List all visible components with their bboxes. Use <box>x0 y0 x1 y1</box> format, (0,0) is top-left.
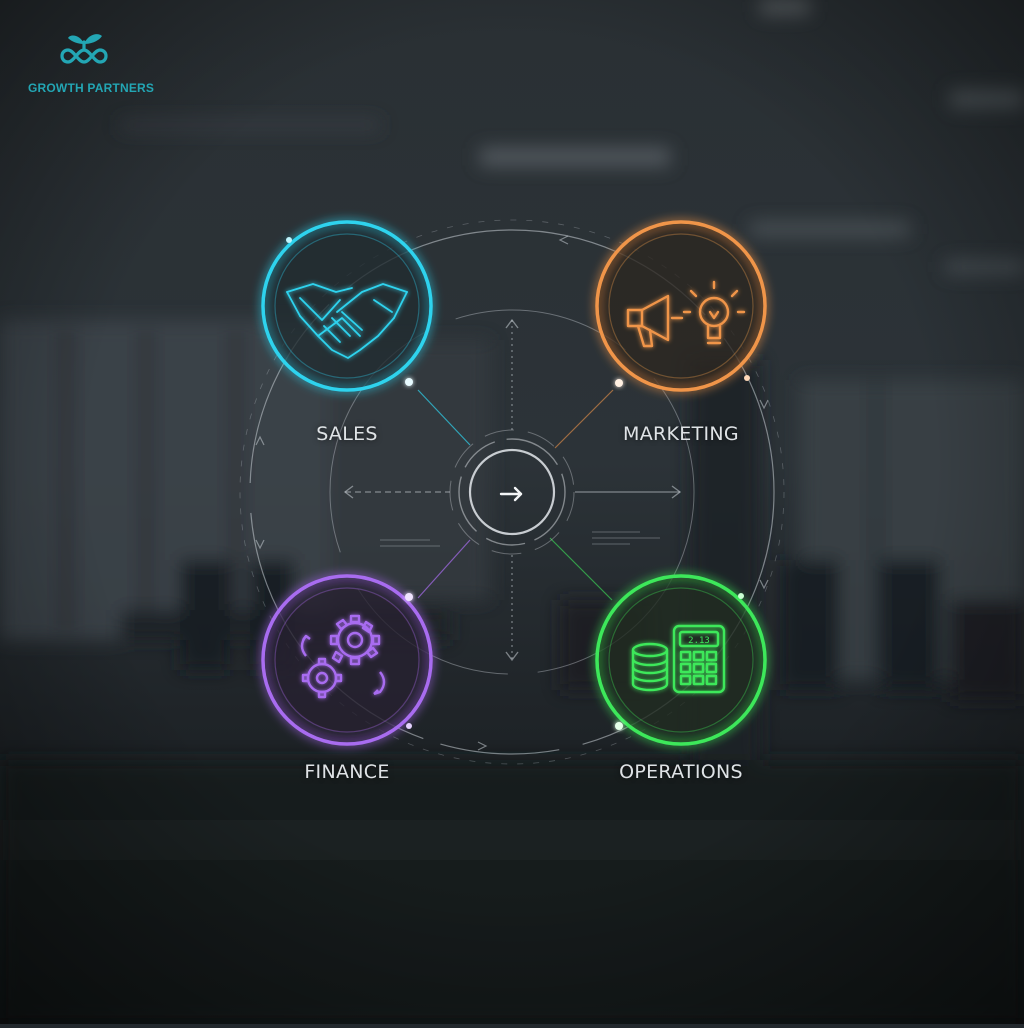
node-marketing <box>595 220 767 392</box>
diagram-frame <box>239 219 785 765</box>
gears-icon <box>300 614 386 699</box>
handshake-icon <box>286 283 408 359</box>
label-sales: SALES <box>316 423 378 445</box>
node-finance <box>261 574 433 746</box>
sprout-infinity-icon <box>60 34 108 64</box>
label-marketing: MARKETING <box>623 423 739 445</box>
coins-calculator-icon <box>631 624 726 694</box>
megaphone-lightbulb-icon <box>626 280 746 348</box>
node-operations: 2.13 <box>595 574 767 746</box>
brand-name: GROWTH PARTNERS <box>28 81 155 95</box>
calculator-display: 2.13 <box>688 636 710 646</box>
central-hub <box>449 429 575 555</box>
label-finance: FINANCE <box>304 761 390 783</box>
label-operations: OPERATIONS <box>619 761 743 783</box>
node-sales <box>261 220 433 392</box>
arrow-right-icon <box>499 486 523 502</box>
